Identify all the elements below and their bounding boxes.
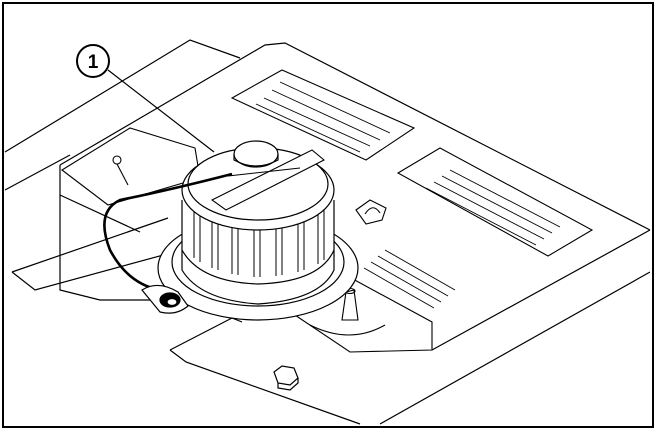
hex-bolt xyxy=(273,365,299,391)
front-panel xyxy=(59,195,651,425)
left-panel xyxy=(4,39,241,291)
inset-plate xyxy=(61,127,201,206)
label-plate-top xyxy=(230,69,416,161)
callout-1: 1 xyxy=(76,44,215,153)
fuel-cap[interactable] xyxy=(181,140,335,285)
callout-leader-line xyxy=(107,69,215,153)
tether-anchor xyxy=(141,284,189,314)
tether-cable xyxy=(103,172,233,292)
main-panel xyxy=(59,42,651,233)
callout-label: 1 xyxy=(88,52,99,73)
label-plate-right xyxy=(396,147,594,257)
callout-circle xyxy=(76,44,110,78)
indicator-icon xyxy=(355,199,387,225)
